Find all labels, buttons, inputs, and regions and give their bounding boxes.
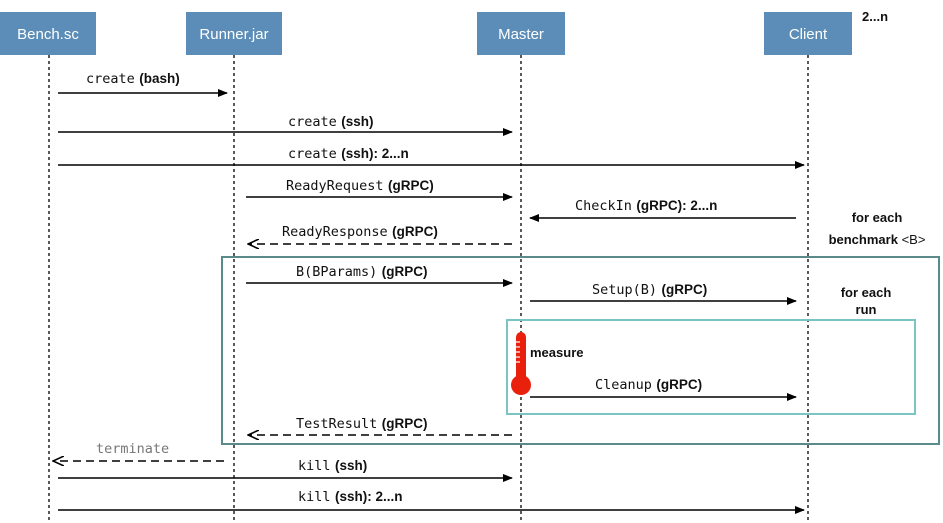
benchmark-loop-frame bbox=[221, 256, 940, 445]
run-loop-label-line2: run bbox=[856, 302, 877, 317]
svg-text:TestResult (gRPC): TestResult (gRPC) bbox=[296, 415, 427, 432]
svg-text:ReadyRequest (gRPC): ReadyRequest (gRPC) bbox=[286, 177, 434, 194]
message-terminate-name: terminate bbox=[96, 441, 169, 457]
message-setup: Setup(B) (gRPC) bbox=[530, 281, 797, 305]
message-kill-ssh-client-tag: (ssh): 2...n bbox=[335, 489, 403, 504]
message-setup-tag: (gRPC) bbox=[661, 282, 707, 297]
svg-text:create (ssh): 2...n: create (ssh): 2...n bbox=[288, 145, 409, 162]
benchmark-loop-label-param: <B> bbox=[902, 232, 926, 247]
measure-label: measure bbox=[530, 345, 583, 360]
message-bparams-name: B(BParams) bbox=[296, 264, 377, 280]
message-ready-response-tag: (gRPC) bbox=[392, 224, 438, 239]
message-bparams-tag: (gRPC) bbox=[382, 264, 428, 279]
message-kill-ssh-master-name: kill bbox=[298, 458, 331, 474]
actor-runner: Runner.jar bbox=[186, 12, 282, 55]
message-ready-request: ReadyRequest (gRPC) bbox=[246, 177, 513, 201]
message-test-result-tag: (gRPC) bbox=[382, 416, 428, 431]
message-terminate: terminate bbox=[53, 441, 224, 461]
message-create-ssh-client-tag: (ssh): 2...n bbox=[341, 146, 409, 161]
actor-bench: Bench.sc bbox=[0, 12, 96, 55]
run-loop-label-line1: for each bbox=[841, 285, 892, 300]
actor-bench-label: Bench.sc bbox=[17, 26, 79, 43]
actor-master-label: Master bbox=[498, 26, 544, 43]
actor-master: Master bbox=[477, 12, 565, 55]
message-ready-response: ReadyResponse (gRPC) bbox=[248, 223, 512, 244]
message-checkin-name: CheckIn bbox=[575, 198, 632, 214]
client-multiplicity: 2...n bbox=[862, 9, 888, 24]
benchmark-loop-label-bold: benchmark bbox=[829, 232, 899, 247]
message-setup-name: Setup(B) bbox=[592, 282, 657, 298]
message-create-ssh-master-tag: (ssh) bbox=[341, 114, 373, 129]
message-bparams: B(BParams) (gRPC) bbox=[246, 263, 513, 287]
svg-text:Cleanup (gRPC): Cleanup (gRPC) bbox=[595, 376, 702, 393]
svg-text:create (bash): create (bash) bbox=[86, 70, 180, 87]
svg-text:B(BParams) (gRPC): B(BParams) (gRPC) bbox=[296, 263, 427, 280]
svg-text:terminate: terminate bbox=[96, 441, 169, 457]
message-kill-ssh-master: kill (ssh) bbox=[58, 457, 513, 482]
message-cleanup-tag: (gRPC) bbox=[656, 377, 702, 392]
actor-client: Client bbox=[764, 12, 852, 55]
svg-text:kill (ssh): kill (ssh) bbox=[298, 457, 367, 474]
svg-text:Setup(B) (gRPC): Setup(B) (gRPC) bbox=[592, 281, 707, 298]
message-ready-response-name: ReadyResponse bbox=[282, 224, 388, 240]
svg-text:create (ssh): create (ssh) bbox=[288, 113, 374, 130]
actor-runner-label: Runner.jar bbox=[199, 26, 268, 43]
message-create-bash: create (bash) bbox=[58, 70, 228, 97]
message-cleanup-name: Cleanup bbox=[595, 377, 652, 393]
message-ready-request-name: ReadyRequest bbox=[286, 178, 384, 194]
message-checkin: CheckIn (gRPC): 2...n bbox=[529, 197, 796, 222]
svg-text:kill (ssh): 2...n: kill (ssh): 2...n bbox=[298, 488, 402, 505]
benchmark-loop-label-line1: for each bbox=[852, 210, 903, 225]
message-create-bash-tag: (bash) bbox=[139, 71, 180, 86]
message-kill-ssh-client: kill (ssh): 2...n bbox=[58, 488, 805, 514]
message-create-bash-name: create bbox=[86, 71, 135, 87]
run-loop-frame bbox=[506, 319, 916, 415]
message-test-result-name: TestResult bbox=[296, 416, 377, 432]
message-cleanup: Cleanup (gRPC) bbox=[530, 376, 797, 401]
svg-text:ReadyResponse (gRPC): ReadyResponse (gRPC) bbox=[282, 223, 438, 240]
actor-client-label: Client bbox=[789, 26, 828, 43]
message-create-ssh-master-name: create bbox=[288, 114, 337, 130]
message-create-ssh-master: create (ssh) bbox=[58, 113, 513, 136]
message-create-ssh-client: create (ssh): 2...n bbox=[58, 145, 805, 169]
message-kill-ssh-master-tag: (ssh) bbox=[335, 458, 367, 473]
benchmark-loop-label-line2: benchmark <B> bbox=[829, 232, 926, 247]
message-test-result: TestResult (gRPC) bbox=[248, 415, 512, 435]
thermometer-icon bbox=[511, 332, 531, 395]
message-checkin-tag: (gRPC): 2...n bbox=[636, 198, 717, 213]
message-create-ssh-client-name: create bbox=[288, 146, 337, 162]
message-kill-ssh-client-name: kill bbox=[298, 489, 331, 505]
message-ready-request-tag: (gRPC) bbox=[388, 178, 434, 193]
svg-text:CheckIn (gRPC): 2...n: CheckIn (gRPC): 2...n bbox=[575, 197, 717, 214]
